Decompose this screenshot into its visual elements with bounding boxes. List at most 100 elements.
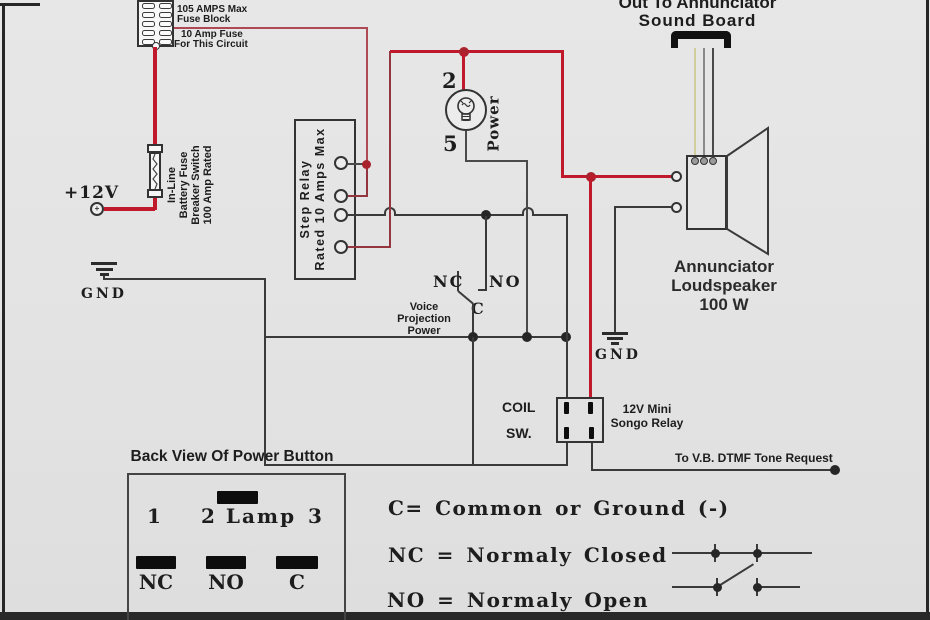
open-contact-line-right bbox=[757, 586, 800, 588]
wire-feed-to-junction bbox=[561, 175, 591, 178]
sound-board-title-2: Sound Board bbox=[638, 11, 757, 30]
wire-dtmf bbox=[591, 469, 836, 471]
step-relay-label: Step Relay Rated 10 Amps Max bbox=[298, 127, 327, 271]
wire-12v-horizontal bbox=[104, 207, 155, 211]
wire-common-bus bbox=[264, 336, 568, 338]
step-relay-box bbox=[294, 119, 356, 280]
speaker-horn bbox=[726, 126, 769, 256]
power-button-terminal-c bbox=[276, 556, 318, 569]
speaker-top-terminal-2 bbox=[700, 157, 708, 165]
wire-speaker-return-drop bbox=[614, 206, 616, 333]
speaker-top-terminal-3 bbox=[709, 157, 717, 165]
power-button-title: Back View Of Power Button bbox=[130, 448, 334, 465]
wire-speaker-return bbox=[614, 206, 673, 208]
relay-name-label: 12V Mini Songo Relay bbox=[610, 402, 684, 430]
dtmf-endpoint bbox=[830, 465, 840, 475]
speaker-body bbox=[686, 155, 727, 230]
wire-c-drop bbox=[472, 304, 474, 338]
fuse-slot bbox=[159, 39, 172, 45]
open-contact-arm bbox=[716, 563, 754, 588]
wire-terminal1-stub bbox=[348, 163, 366, 165]
power-button-terminal-nc bbox=[136, 556, 176, 569]
ground-right-bar3 bbox=[611, 342, 619, 345]
ground-left-label: GND bbox=[81, 286, 127, 302]
wire-feed-down-right bbox=[561, 51, 564, 178]
voice-projection-label: Voice Projection Power bbox=[397, 301, 451, 337]
power-button-lamp-tab bbox=[217, 491, 258, 504]
ground-right-label: GND bbox=[595, 347, 641, 363]
closed-contact-line bbox=[672, 552, 812, 554]
no-label: NO bbox=[489, 272, 522, 291]
sound-board-connector bbox=[671, 31, 731, 48]
wire-lamp-return-down bbox=[465, 131, 467, 162]
speaker-plus-terminal bbox=[671, 171, 682, 182]
wire-10amp-vertical bbox=[366, 27, 368, 166]
closed-contact-dot-1 bbox=[711, 549, 720, 558]
wire-speaker-gray bbox=[703, 48, 705, 159]
relay-pin-coil-right bbox=[588, 402, 593, 414]
border-bottom bbox=[0, 612, 930, 620]
ten-amp-fuse-label-2: For This Circuit bbox=[174, 39, 248, 50]
wire-no-drop bbox=[485, 216, 487, 291]
relay-coil-label: COIL bbox=[502, 399, 536, 415]
wire-speaker-dark bbox=[712, 48, 714, 159]
power-button-pin-2-lamp: 2 Lamp bbox=[201, 504, 297, 528]
junction-lamp bbox=[459, 47, 469, 57]
inline-fuse-element bbox=[152, 154, 158, 189]
power-button-label-no: NO bbox=[208, 570, 244, 594]
fuse-block-label-2: Fuse Block bbox=[177, 14, 231, 25]
wire-12v-up-to-fuseblock bbox=[153, 47, 157, 144]
fuse-slot bbox=[159, 12, 172, 18]
open-contact-line-left bbox=[672, 586, 718, 588]
open-contact-dot-1 bbox=[713, 583, 722, 592]
wire-terminal2-stub bbox=[348, 195, 368, 197]
border-right bbox=[926, 0, 929, 620]
open-contact-dot-2 bbox=[753, 583, 762, 592]
lamp-label: Power bbox=[484, 95, 503, 152]
power-button-box bbox=[127, 473, 346, 620]
wire-switched-seg3 bbox=[534, 214, 568, 216]
wire-speaker-yellow bbox=[694, 48, 696, 159]
wire-switched-seg1 bbox=[348, 214, 384, 216]
plus12v-terminal: + bbox=[90, 202, 104, 216]
wire-fuse-to-corner bbox=[153, 198, 157, 210]
closed-contact-dot-2 bbox=[753, 549, 762, 558]
ground-left-bar3 bbox=[100, 273, 109, 276]
ground-left-bar1 bbox=[91, 262, 117, 265]
wire-hop-2 bbox=[522, 207, 534, 216]
mini-relay-box bbox=[556, 397, 604, 443]
relay-pin-sw-right bbox=[589, 427, 594, 439]
wire-lamp-drop bbox=[462, 53, 465, 91]
fuse-slot bbox=[142, 30, 155, 36]
legend-c: C= Common or Ground (-) bbox=[388, 496, 730, 520]
legend-no: NO = Normaly Open bbox=[387, 588, 650, 612]
speaker-top-terminal-1 bbox=[691, 157, 699, 165]
wire-lamp-return-right bbox=[465, 160, 528, 162]
fuse-block bbox=[137, 0, 174, 47]
relay-pin-sw-left bbox=[564, 427, 569, 439]
wire-sw-bus bbox=[264, 464, 568, 466]
wire-terminal4-riser bbox=[389, 51, 391, 248]
plus12v-label: +12V bbox=[64, 183, 120, 203]
step-relay-terminal-3 bbox=[334, 208, 348, 222]
legend-nc: NC = Normaly Closed bbox=[388, 543, 668, 567]
nc-label: NC bbox=[433, 272, 465, 291]
power-button-label-nc: NC bbox=[138, 570, 174, 594]
wire-terminal2-riser bbox=[366, 166, 368, 197]
wire-lamp-return-drop bbox=[526, 160, 528, 338]
wire-10amp-horizontal bbox=[174, 27, 367, 29]
ten-amp-fuse-label-1: 10 Amp Fuse bbox=[181, 29, 243, 40]
lamp-pin-bottom: 5 bbox=[443, 131, 458, 156]
no-contact-foot bbox=[478, 289, 486, 291]
junction-lamp-bus bbox=[522, 332, 532, 342]
inline-fuse-cap-bottom bbox=[147, 189, 163, 198]
power-button-label-c: C bbox=[289, 570, 305, 594]
fuse-slot bbox=[159, 3, 172, 9]
ground-left-bar2 bbox=[96, 268, 113, 271]
dtmf-label: To V.B. DTMF Tone Request bbox=[675, 451, 833, 465]
border-left bbox=[2, 3, 5, 620]
wire-lamp-feed-horizontal bbox=[390, 50, 564, 53]
fuse-slot bbox=[159, 30, 172, 36]
wire-coil-riser bbox=[566, 214, 568, 398]
wire-ground-horizontal bbox=[103, 278, 266, 280]
